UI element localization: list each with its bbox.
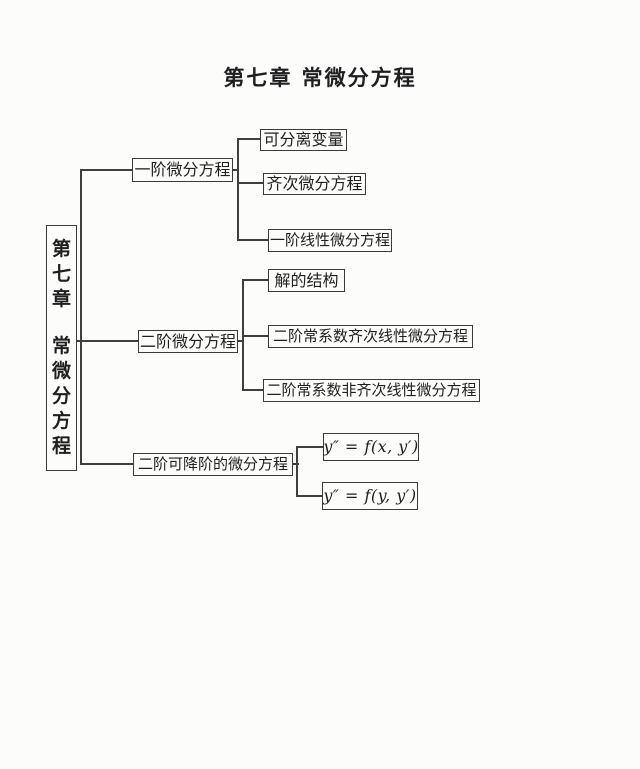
- branch3-stub-line: [291, 463, 299, 465]
- trunk-line: [80, 169, 82, 465]
- leaf-connector-line: [244, 389, 263, 391]
- branch1-connector-line: [81, 169, 132, 171]
- leaf-connector-line: [244, 279, 268, 281]
- branch-box-reducible: 二阶可降阶的微分方程: [133, 453, 293, 476]
- leaf-box-equation-x: y″ = f(x, y′): [323, 433, 419, 461]
- root-label-chapter: 第七章: [52, 238, 72, 310]
- leaf-box-nonhomogeneous-const-coeff: 二阶常系数非齐次线性微分方程: [263, 379, 480, 402]
- branch1-subtrunk-line: [237, 138, 239, 241]
- leaf-box-first-order-linear: 一阶线性微分方程: [268, 229, 392, 252]
- branch-box-second-order: 二阶微分方程: [138, 330, 238, 353]
- chapter-root-box: 第七章 常微分方程: [46, 225, 77, 471]
- branch2-subtrunk-line: [242, 279, 244, 391]
- leaf-connector-line: [239, 239, 268, 241]
- root-connector-line: [76, 340, 138, 342]
- leaf-box-homogeneous: 齐次微分方程: [263, 173, 366, 195]
- leaf-connector-line: [244, 335, 268, 337]
- leaf-connector-line: [298, 495, 322, 497]
- leaf-box-homogeneous-const-coeff: 二阶常系数齐次线性微分方程: [268, 325, 473, 348]
- leaf-box-equation-y: y″ = f(y, y′): [322, 482, 418, 510]
- root-label-subject: 常微分方程: [52, 335, 72, 457]
- leaf-box-separable: 可分离变量: [260, 129, 347, 151]
- branch1-stub-line: [230, 169, 239, 171]
- leaf-box-solution-structure: 解的结构: [268, 269, 345, 292]
- branch-box-first-order: 一阶微分方程: [132, 158, 233, 182]
- leaf-connector-line: [298, 446, 323, 448]
- leaf-connector-line: [239, 138, 260, 140]
- branch3-subtrunk-line: [296, 446, 298, 497]
- branch2-stub-line: [236, 340, 244, 342]
- branch3-connector-line: [81, 463, 133, 465]
- page-title: 第七章 常微分方程: [223, 65, 417, 90]
- leaf-connector-line: [239, 182, 263, 184]
